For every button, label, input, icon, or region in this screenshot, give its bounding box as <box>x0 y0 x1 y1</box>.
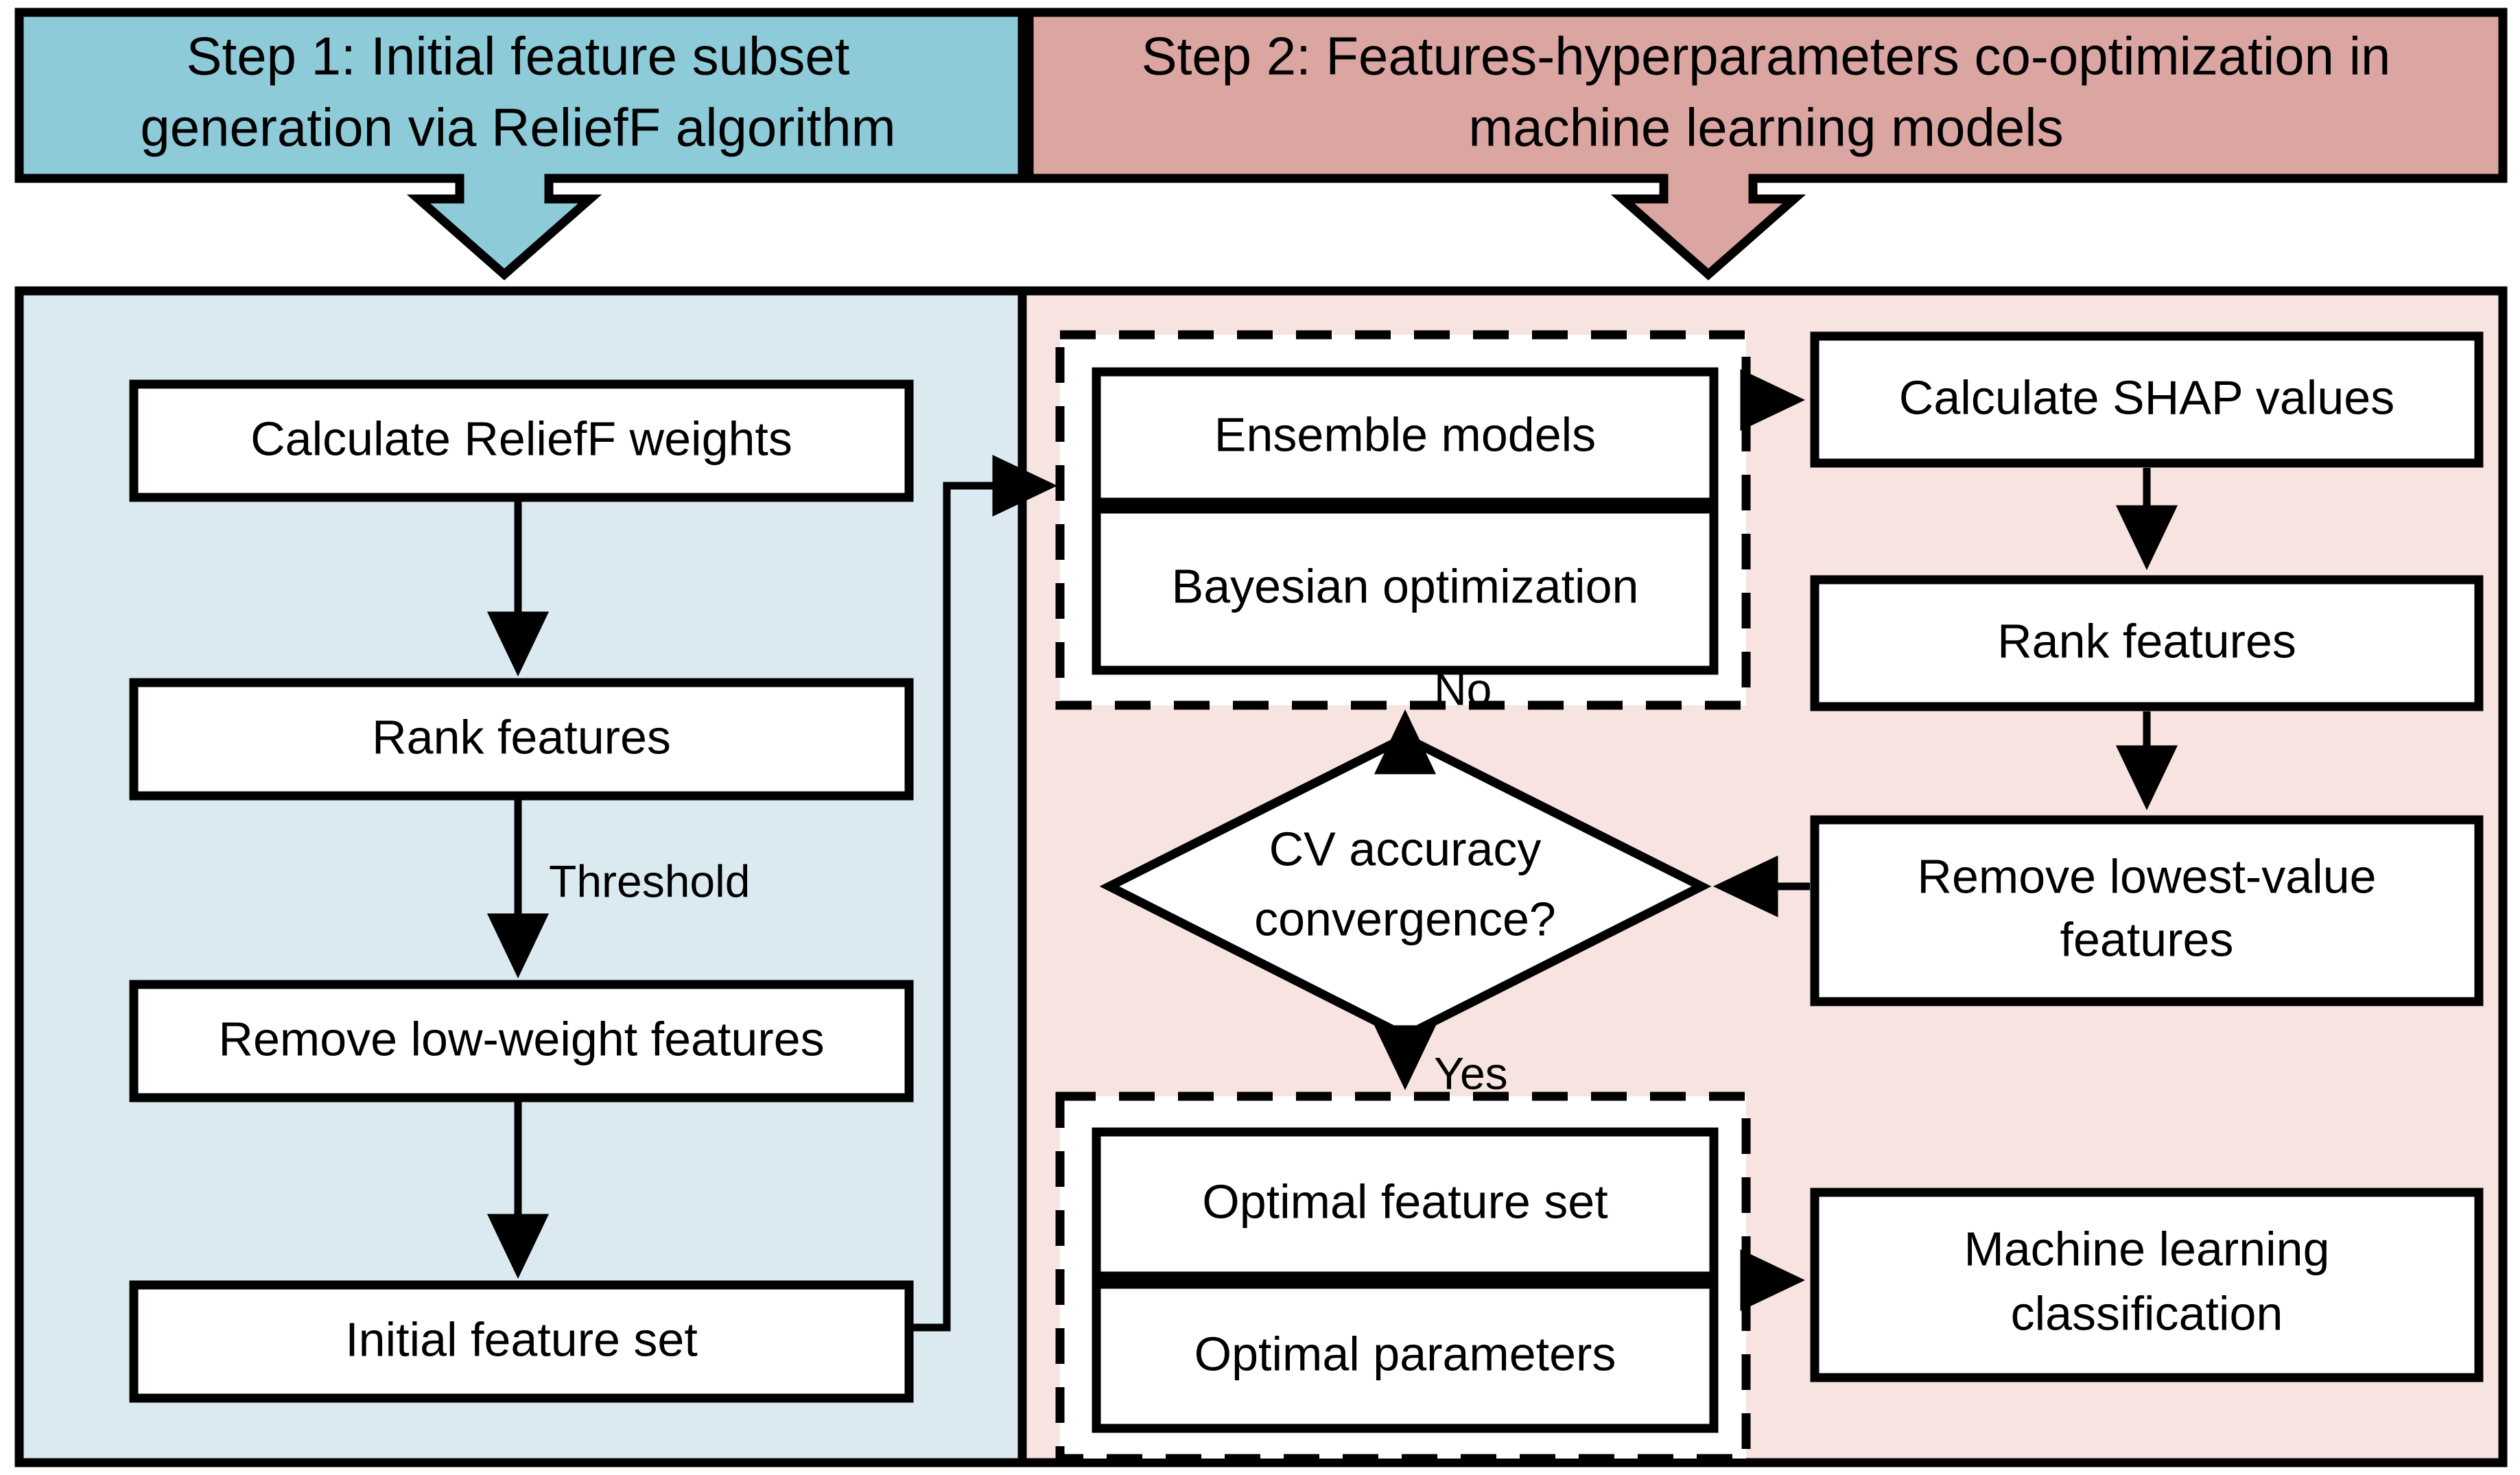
node-label: Rank features <box>372 710 671 764</box>
node-label: Bayesian optimization <box>1172 559 1639 613</box>
edge-label-threshold: Threshold <box>549 856 751 906</box>
step1-header-banner: Step 1: Initial feature subset generatio… <box>14 8 1027 281</box>
node-label-line1: Machine learning <box>1964 1222 2329 1275</box>
node-machine-learning-classification[interactable]: Machine learning classification <box>1810 1188 2484 1382</box>
step1-connectors <box>486 454 1058 1332</box>
step2-header-line2: machine learning models <box>1468 97 2063 158</box>
node-label: Remove low-weight features <box>218 1012 824 1065</box>
node-label: Optimal feature set <box>1202 1175 1608 1228</box>
node-rank-features-right[interactable]: Rank features <box>1810 575 2484 711</box>
node-label: Rank features <box>1997 614 2296 668</box>
node-label-line2: classification <box>2011 1286 2283 1340</box>
node-label: Optimal parameters <box>1194 1327 1616 1380</box>
node-initial-feature-set[interactable]: Initial feature set <box>129 1280 914 1403</box>
node-optimal-parameters[interactable]: Optimal parameters <box>1092 1279 1719 1433</box>
step2-header-banner: Step 2: Features-hyperparameters co-opti… <box>1024 8 2508 281</box>
step1-header-line2: generation via ReliefF algorithm <box>140 97 895 158</box>
node-label: Ensemble models <box>1214 408 1596 461</box>
node-remove-lowest-value-features[interactable]: Remove lowest-value features <box>1810 815 2484 1006</box>
node-ensemble-models[interactable]: Ensemble models <box>1092 367 1719 507</box>
node-label: Initial feature set <box>345 1312 698 1366</box>
node-rank-features-left[interactable]: Rank features <box>129 678 914 801</box>
step2-header-line1: Step 2: Features-hyperparameters co-opti… <box>1142 26 2391 86</box>
node-label: Calculate ReliefF weights <box>250 412 792 465</box>
node-calculate-relieff-weights[interactable]: Calculate ReliefF weights <box>129 379 914 502</box>
node-optimal-feature-set[interactable]: Optimal feature set <box>1092 1127 1719 1281</box>
node-label: Calculate SHAP values <box>1899 370 2394 424</box>
edge-label-no: No <box>1434 663 1492 714</box>
edge-initial-to-optimization <box>909 454 1058 1332</box>
node-label-line1: CV accuracy <box>1269 822 1542 875</box>
step1-header-line1: Step 1: Initial feature subset <box>187 26 850 86</box>
edge-label-yes: Yes <box>1434 1048 1508 1098</box>
step2-connectors <box>1374 368 2178 1312</box>
node-cv-accuracy-convergence[interactable]: CV accuracy convergence? <box>1099 732 1712 1041</box>
node-bayesian-optimization[interactable]: Bayesian optimization <box>1092 504 1719 675</box>
node-label-line2: convergence? <box>1254 892 1556 945</box>
node-label-line1: Remove lowest-value <box>1917 849 2376 903</box>
node-calculate-shap-values[interactable]: Calculate SHAP values <box>1810 331 2484 468</box>
node-remove-low-weight-features[interactable]: Remove low-weight features <box>129 980 914 1102</box>
node-label-line2: features <box>2060 912 2234 966</box>
